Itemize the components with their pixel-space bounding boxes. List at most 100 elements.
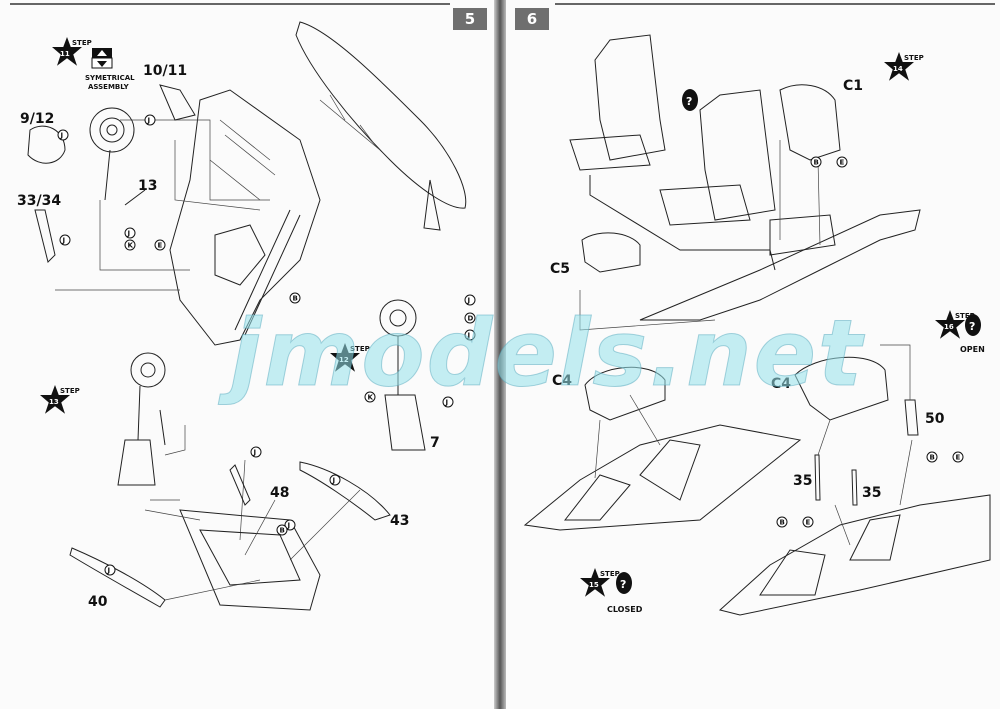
callout-circle: [57, 129, 69, 141]
svg-text:12: 12: [339, 356, 349, 364]
callout-letter: J: [60, 132, 64, 140]
part-label: C4: [771, 376, 791, 392]
callout-letter: D: [468, 315, 474, 323]
callout-circle: [464, 294, 476, 306]
svg-text:?: ?: [620, 578, 626, 591]
callout-letter: B: [280, 527, 285, 535]
callout-circle: [464, 312, 476, 324]
closed-label: CLOSED: [607, 605, 643, 614]
svg-text:SYMETRICAL: SYMETRICAL: [85, 74, 135, 82]
nose-gear-bay-drawing: [55, 89, 321, 346]
callout-letter: B: [930, 454, 935, 462]
question-icon: ?: [616, 572, 632, 594]
wheel-drawing: [27, 84, 196, 263]
callout-circle: [776, 516, 788, 528]
callout-letter: J: [107, 567, 111, 575]
fuselage-top-drawing: [579, 84, 921, 331]
question-icon: ?: [682, 89, 698, 111]
svg-text:13: 13: [49, 398, 59, 406]
part-label: 35: [862, 485, 881, 501]
rear-fuselage-drawing: [69, 461, 391, 611]
part-label: 40: [88, 594, 108, 610]
svg-text:STEP: STEP: [60, 387, 80, 395]
symmetrical-assembly-icon: SYMETRICAL ASSEMBLY: [85, 48, 135, 91]
svg-text:ASSEMBLY: ASSEMBLY: [88, 83, 130, 91]
svg-text:STEP: STEP: [955, 312, 975, 320]
watermark: jmodels.net: [230, 300, 864, 408]
part-label: C5: [550, 261, 570, 277]
part-label: 35: [793, 473, 812, 489]
callout-letter: E: [956, 454, 961, 462]
callout-circle: [289, 292, 301, 304]
canopy-closed-drawing: [523, 366, 802, 531]
part-label: 9/12: [20, 111, 54, 127]
callout-letter: J: [332, 477, 336, 485]
part-label: 10/11: [143, 63, 187, 79]
callout-circle: [250, 446, 262, 458]
svg-text:STEP: STEP: [350, 345, 370, 353]
callout-letter: J: [445, 399, 449, 407]
part-label: C1: [843, 78, 863, 94]
part-label: 13: [138, 178, 157, 194]
svg-text:15: 15: [589, 581, 599, 589]
callout-circle: [802, 516, 814, 528]
callout-circle: [836, 156, 848, 168]
callout-circle: [810, 156, 822, 168]
callout-circle: [926, 451, 938, 463]
callout-circle: [124, 227, 136, 239]
svg-text:14: 14: [893, 65, 903, 73]
svg-text:11: 11: [60, 50, 70, 58]
part-label: 50: [925, 411, 945, 427]
page-5: [0, 0, 494, 709]
page-number-5: 5: [453, 8, 487, 30]
book-gutter: [494, 0, 506, 709]
callout-letter: E: [840, 159, 845, 167]
callout-circle: [124, 239, 136, 251]
header-rule: [10, 3, 450, 5]
callout-letter: J: [467, 332, 471, 340]
part-label: 33/34: [17, 193, 61, 209]
callout-circle: [59, 234, 71, 246]
drop-tank-drawing: [295, 21, 467, 231]
part-label: 43: [390, 513, 409, 529]
callout-circle: [442, 396, 454, 408]
callout-letter: E: [806, 519, 811, 527]
part-label: 7: [430, 435, 440, 451]
question-icon: ?: [965, 314, 981, 336]
callout-letter: J: [62, 237, 66, 245]
callout-letter: J: [127, 230, 131, 238]
part-label: 48: [270, 485, 289, 501]
callout-circle: [144, 114, 156, 126]
callout-circle: [276, 524, 288, 536]
callout-circle: [104, 564, 116, 576]
callout-circle: [329, 474, 341, 486]
callout-letter: J: [253, 449, 257, 457]
svg-text:?: ?: [969, 320, 975, 333]
ejection-seats-drawing: [569, 34, 776, 271]
header-rule: [555, 3, 995, 5]
callout-circle: [364, 391, 376, 403]
svg-text:?: ?: [686, 95, 692, 108]
svg-text:STEP: STEP: [72, 39, 92, 47]
callout-letter: B: [780, 519, 785, 527]
callout-letter: J: [467, 297, 471, 305]
callout-circle: [284, 519, 296, 531]
page-number-6: 6: [515, 8, 549, 30]
callout-circle: [952, 451, 964, 463]
callout-letter: K: [128, 242, 134, 250]
callout-letter: J: [287, 522, 291, 530]
canopy-open-drawing: [718, 344, 991, 616]
svg-text:STEP: STEP: [600, 570, 620, 578]
callout-letter: J: [147, 117, 151, 125]
svg-text:16: 16: [944, 323, 954, 331]
callout-letter: K: [368, 394, 374, 402]
callout-letter: B: [814, 159, 819, 167]
